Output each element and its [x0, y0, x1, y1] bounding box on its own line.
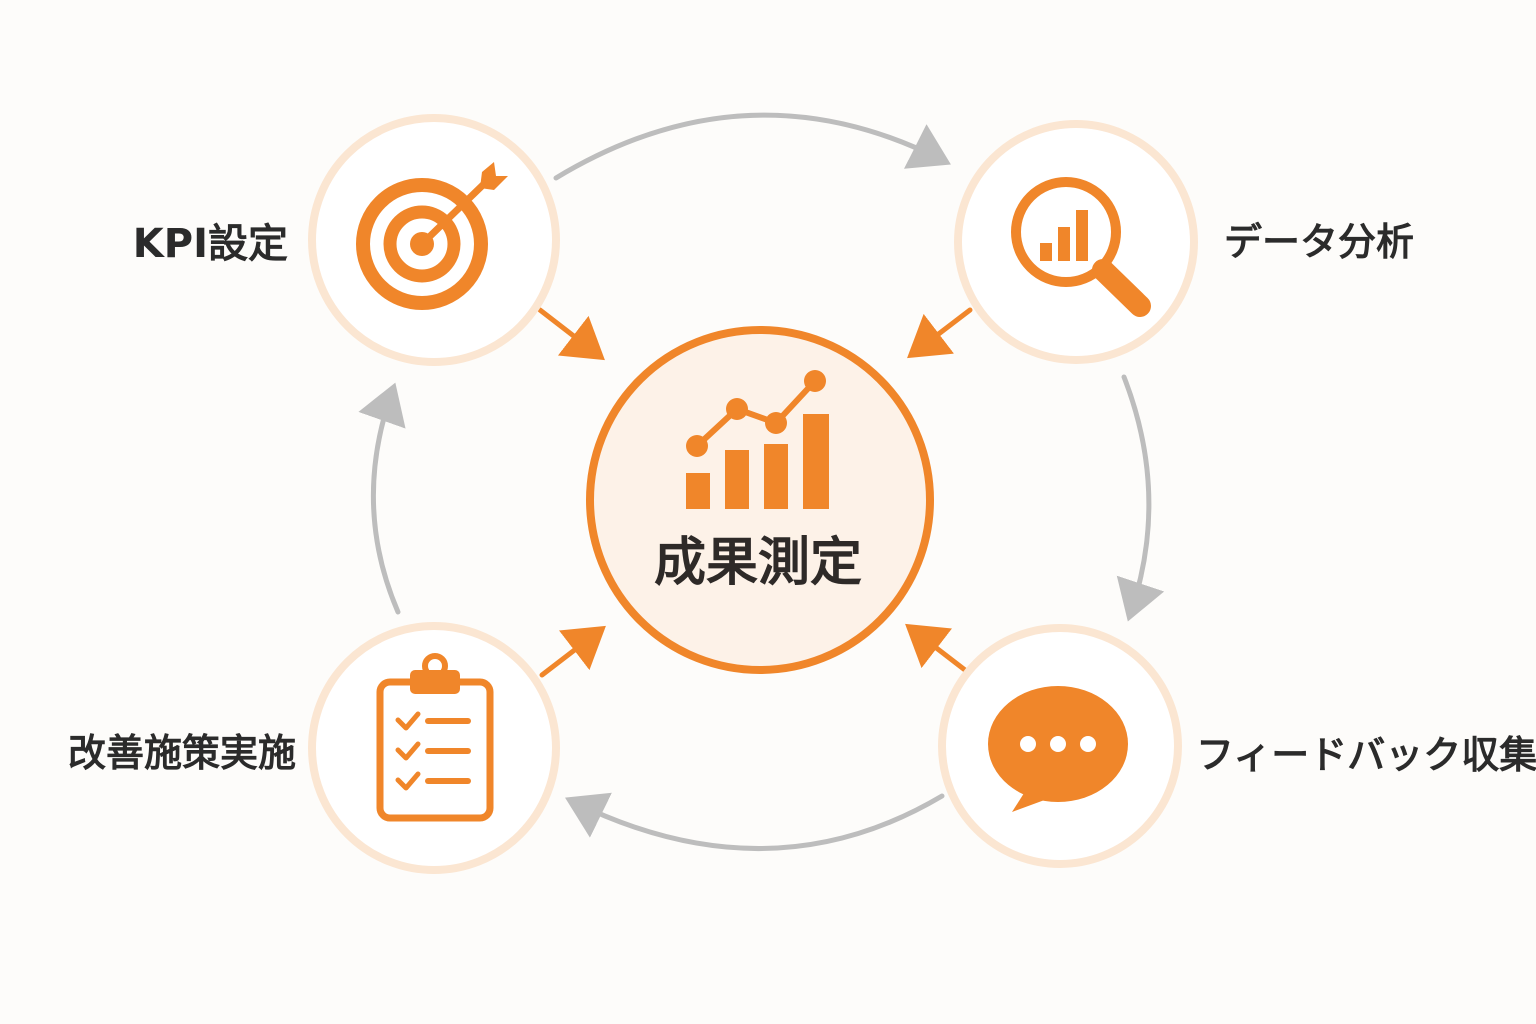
node-analysis: データ分析	[954, 120, 1414, 364]
cycle-arrow-kpi-to-analysis	[553, 112, 951, 181]
node-label-analysis: データ分析	[1224, 220, 1414, 264]
cycle-arrow-feedback-to-improve	[565, 792, 945, 852]
node-kpi: KPI設定	[133, 114, 560, 366]
clipboard-checklist-icon	[376, 653, 494, 822]
cycle-arrows	[358, 112, 1165, 852]
node-improve: 改善施策実施	[68, 622, 560, 874]
node-feedback: フィードバック収集	[938, 624, 1536, 868]
arrow-improve-to-center	[539, 625, 606, 678]
inward-arrows	[537, 307, 973, 678]
center-label: 成果測定	[654, 533, 862, 593]
center-node: 成果測定	[586, 326, 934, 674]
arrow-kpi-to-center	[537, 307, 605, 361]
cycle-arrow-improve-to-kpi	[358, 382, 406, 615]
node-label-feedback: フィードバック収集	[1196, 733, 1536, 777]
node-label-kpi: KPI設定	[133, 221, 288, 267]
node-label-improve: 改善施策実施	[68, 731, 296, 775]
bar-line-chart-icon	[686, 370, 829, 509]
cycle-arrow-analysis-to-feedback	[1116, 374, 1165, 622]
speech-bubble-icon	[988, 686, 1128, 812]
magnifier-chart-icon	[1011, 177, 1151, 317]
target-arrow-icon	[356, 162, 508, 310]
arrow-feedback-to-center	[905, 623, 968, 673]
arrow-analysis-to-center	[907, 307, 973, 359]
